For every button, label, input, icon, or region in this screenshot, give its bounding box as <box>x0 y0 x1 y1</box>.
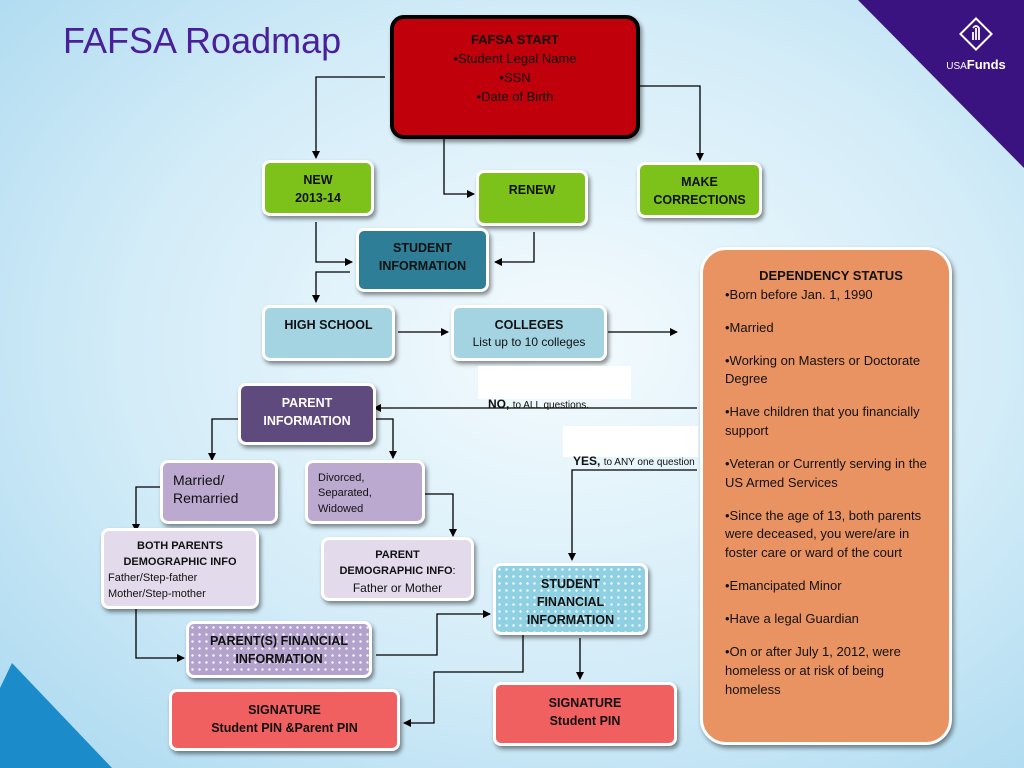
colleges-box: COLLEGES List up to 10 colleges <box>451 305 607 361</box>
dependency-item: •Have a legal Guardian <box>725 610 859 626</box>
student-fin-line2: FINANCIAL <box>536 595 605 610</box>
sig-parent-line1: SIGNATURE <box>248 703 321 717</box>
parent-info-line2: INFORMATION <box>263 414 351 429</box>
parent-demo-line2: DEMOGRAPHIC INFO <box>339 564 453 577</box>
dependency-item: •On or after July 1, 2012, were homeless… <box>725 643 901 697</box>
renew-label: RENEW <box>508 183 556 197</box>
student-fin-line1: STUDENT <box>540 577 601 591</box>
signature-parent-box: SIGNATURE Student PIN &Parent PIN <box>169 689 400 751</box>
usafunds-logo: USAFunds <box>936 14 1016 74</box>
high-school-label: HIGH SCHOOL <box>284 318 373 332</box>
logo-funds: Funds <box>966 57 1006 72</box>
yes-rest: to ANY one question <box>603 457 695 468</box>
both-parents-line3: Father/Step-father <box>108 571 198 584</box>
arrow-parent-married <box>208 418 238 461</box>
student-info-line1: STUDENT <box>392 241 453 255</box>
student-info-line2: INFORMATION <box>378 259 467 274</box>
renew-box: RENEW <box>476 170 588 226</box>
start-item: •Date of Birth <box>476 88 554 104</box>
parent-info-line1: PARENT <box>281 396 333 410</box>
yes-bold: YES, <box>573 454 601 468</box>
parent-demo-line3: Father or Mother <box>352 580 443 595</box>
both-parents-box: BOTH PARENTS DEMOGRAPHIC INFO Father/Ste… <box>101 528 259 609</box>
arrow-new-student <box>315 222 353 266</box>
sig-student-line1: SIGNATURE <box>548 696 622 710</box>
sig-parent-line2: Student PIN &Parent PIN <box>211 721 358 736</box>
bottom-left-band <box>0 663 112 768</box>
dependency-item: •Working on Masters or Doctorate Degree <box>725 352 921 387</box>
arrow-renew-student <box>494 232 535 266</box>
corrections-line2: CORRECTIONS <box>653 193 746 208</box>
arrow-start-new <box>312 76 385 159</box>
dependency-status-box: DEPENDENCY STATUS •Born before Jan. 1, 1… <box>700 247 952 745</box>
yes-answer-label: YES, to ANY one question <box>573 454 695 468</box>
married-box: Married/ Remarried <box>160 460 278 524</box>
arrow-studentfin-sigparent <box>403 634 524 727</box>
new-label: NEW <box>303 173 333 187</box>
make-corrections-box: MAKE CORRECTIONS <box>637 162 762 218</box>
new-year: 2013-14 <box>295 191 341 206</box>
parent-demo-colon: : <box>452 564 456 577</box>
no-bold: NO, <box>488 397 510 411</box>
new-box: NEW 2013-14 <box>262 160 374 216</box>
arrow-divorced-demo <box>425 493 457 537</box>
student-fin-line3: INFORMATION <box>526 613 615 628</box>
dependency-item: •Since the age of 13, both parents were … <box>725 507 922 561</box>
both-parents-line2: DEMOGRAPHIC INFO <box>123 555 237 568</box>
arrow-start-renew <box>443 138 475 198</box>
start-item: •Student Legal Name <box>453 50 577 66</box>
signature-student-box: SIGNATURE Student PIN <box>493 682 677 746</box>
divorced-line3: Widowed <box>318 502 364 515</box>
high-school-box: HIGH SCHOOL <box>262 305 395 361</box>
arrow-parentfin-studentfin <box>376 610 491 656</box>
married-line2: Remarried <box>173 490 239 507</box>
arrow-yes-studentfin <box>568 469 697 561</box>
parents-fin-line1: PARENT(S) FINANCIAL <box>210 634 348 648</box>
fafsa-start-box: FAFSA START •Student Legal Name •SSN •Da… <box>390 15 640 139</box>
arrow-both-parentfin <box>135 609 185 662</box>
dependency-item: •Veteran or Currently serving in the US … <box>725 455 927 490</box>
dependency-item: •Have children that you financially supp… <box>725 404 920 439</box>
both-parents-line4: Mother/Step-mother <box>108 587 206 600</box>
student-information-box: STUDENT INFORMATION <box>356 228 489 292</box>
colleges-sub: List up to 10 colleges <box>472 335 586 350</box>
arrow-start-corrections <box>640 85 704 161</box>
no-rest: to ALL questions. <box>512 400 590 411</box>
start-item: •SSN <box>499 69 531 85</box>
dependency-item: •Emancipated Minor <box>725 578 842 594</box>
married-line1: Married/ <box>173 472 225 488</box>
logo-usa: USA <box>946 61 967 72</box>
arrow-parent-divorced <box>376 418 397 459</box>
colleges-title: COLLEGES <box>494 318 564 332</box>
student-financial-box: STUDENT FINANCIAL INFORMATION <box>493 563 648 635</box>
dependency-item: •Married <box>725 319 774 335</box>
dependency-item: •Born before Jan. 1, 1990 <box>725 286 873 302</box>
divorced-line1: Divorced, <box>318 472 365 484</box>
no-label-backdrop <box>478 366 631 399</box>
both-parents-line1: BOTH PARENTS <box>137 540 223 552</box>
parents-fin-line2: INFORMATION <box>235 652 323 667</box>
divorced-box: Divorced, Separated, Widowed <box>305 460 425 524</box>
arrow-married-both <box>132 486 160 532</box>
parents-financial-box: PARENT(S) FINANCIAL INFORMATION <box>186 621 372 678</box>
dependency-title: DEPENDENCY STATUS <box>759 268 903 283</box>
parent-demographic-box: PARENT DEMOGRAPHIC INFO: Father or Mothe… <box>321 537 474 601</box>
page-title: FAFSA Roadmap <box>63 20 342 61</box>
divorced-line2: Separated, <box>318 487 372 500</box>
arrow-student-highschool <box>312 271 350 303</box>
usafunds-diamond-logo-icon <box>959 17 993 51</box>
sig-student-line2: Student PIN <box>549 714 621 729</box>
no-answer-label: NO, to ALL questions. <box>488 397 589 411</box>
fafsa-start-title: FAFSA START <box>470 32 560 47</box>
corrections-line1: MAKE <box>681 175 718 189</box>
yes-label-backdrop <box>563 426 698 457</box>
parent-information-box: PARENT INFORMATION <box>238 383 376 445</box>
parent-demo-line1: PARENT <box>375 549 420 561</box>
